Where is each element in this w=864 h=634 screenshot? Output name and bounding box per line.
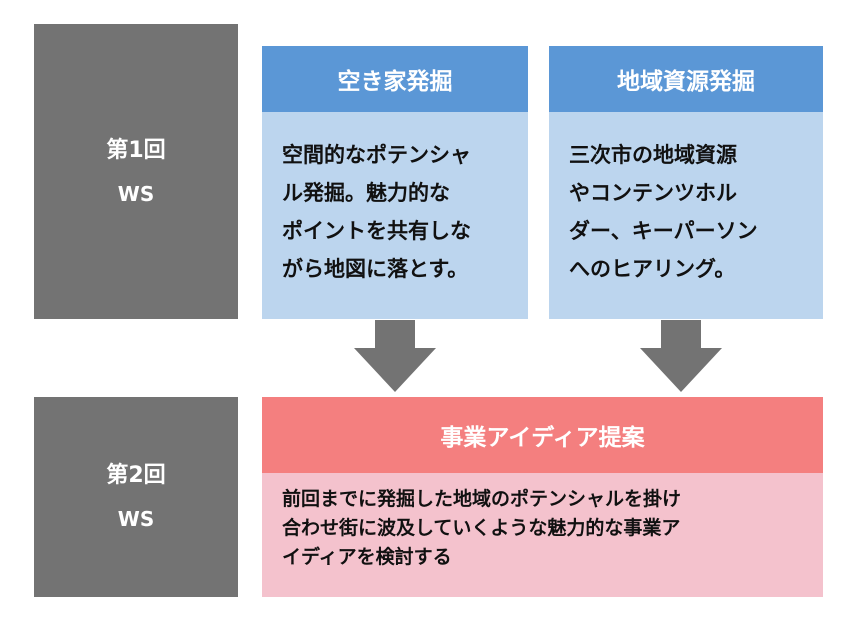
session-1-number: 第1回	[106, 137, 166, 163]
business-idea-header: 事業アイディア提案	[262, 397, 823, 473]
business-idea-line-1: 前回までに発掘した地域のポテンシャルを掛け	[282, 488, 682, 510]
vacant-house-header: 空き家発掘	[262, 46, 528, 112]
local-resource-description: 三次市の地域資源 やコンテンツホル ダー、キーパーソン へのヒアリング。	[549, 112, 823, 319]
session-2-box: 第2回 WS	[34, 397, 238, 597]
down-arrow-icon	[354, 320, 436, 392]
local-resource-line-1: 三次市の地域資源	[569, 143, 737, 167]
vacant-house-line-1: 空間的なポテンシャ	[282, 143, 471, 167]
business-idea-description: 前回までに発掘した地域のポテンシャルを掛け 合わせ街に波及していくような魅力的な…	[262, 473, 823, 597]
business-idea-line-3: イディアを検討する	[282, 546, 452, 568]
session-2-label: WS	[117, 507, 155, 531]
session-1-box: 第1回 WS	[34, 24, 238, 319]
business-idea-line-2: 合わせ街に波及していくような魅力的な事業ア	[282, 517, 681, 539]
vacant-house-line-3: ポイントを共有しな	[282, 219, 471, 243]
local-resource-header: 地域資源発掘	[549, 46, 823, 112]
vacant-house-line-2: ル発掘。魅力的な	[282, 181, 450, 205]
local-resource-line-2: やコンテンツホル	[569, 181, 737, 205]
vacant-house-description: 空間的なポテンシャ ル発掘。魅力的な ポイントを共有しな がら地図に落とす。	[262, 112, 528, 319]
vacant-house-line-4: がら地図に落とす。	[282, 257, 469, 281]
down-arrow-icon	[640, 320, 722, 392]
local-resource-line-4: へのヒアリング。	[569, 257, 736, 281]
local-resource-line-3: ダー、キーパーソン	[569, 219, 758, 243]
session-1-label: WS	[117, 181, 155, 206]
session-2-number: 第2回	[106, 463, 166, 488]
